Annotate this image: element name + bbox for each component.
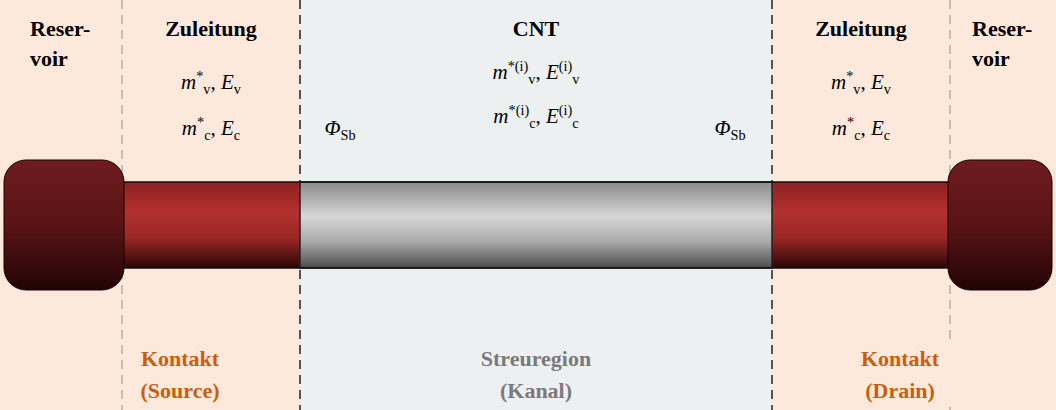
region-caption: Kontakt (Drain) <box>845 343 955 407</box>
barrier-label: ΦSb <box>305 112 375 144</box>
region-caption: Kontakt (Source) <box>125 343 235 407</box>
mass-energy-label: m*(i)c, E(i)c <box>300 104 772 128</box>
reservoir-block <box>4 160 124 290</box>
channel-region <box>300 0 772 410</box>
region-caption: Streuregion (Kanal) <box>456 343 616 407</box>
lead-wire <box>770 182 962 268</box>
mass-energy-label: m*c, Ec <box>122 116 300 140</box>
region-title: Reser- voir <box>30 14 100 74</box>
mass-energy-label: m*v, Ev <box>772 70 950 94</box>
region-band: Reser- voir <box>950 0 1056 410</box>
mass-energy-label: m*c, Ec <box>772 116 950 140</box>
mass-energy-label: m*v, Ev <box>122 70 300 94</box>
barrier-label: ΦSb <box>695 112 765 144</box>
region-band: Reser- voir <box>0 0 122 410</box>
mass-energy-label: m*(i)v, E(i)v <box>300 60 772 84</box>
region-title: CNT <box>300 16 772 42</box>
region-title: Zuleitung <box>772 16 950 42</box>
region-title: Zuleitung <box>122 16 300 42</box>
nanotube <box>300 182 772 268</box>
region-title: Reser- voir <box>972 14 1042 74</box>
tube-edge <box>110 267 962 269</box>
lead-wire <box>110 182 302 268</box>
tube-edge <box>110 181 962 183</box>
reservoir-block <box>948 160 1052 290</box>
